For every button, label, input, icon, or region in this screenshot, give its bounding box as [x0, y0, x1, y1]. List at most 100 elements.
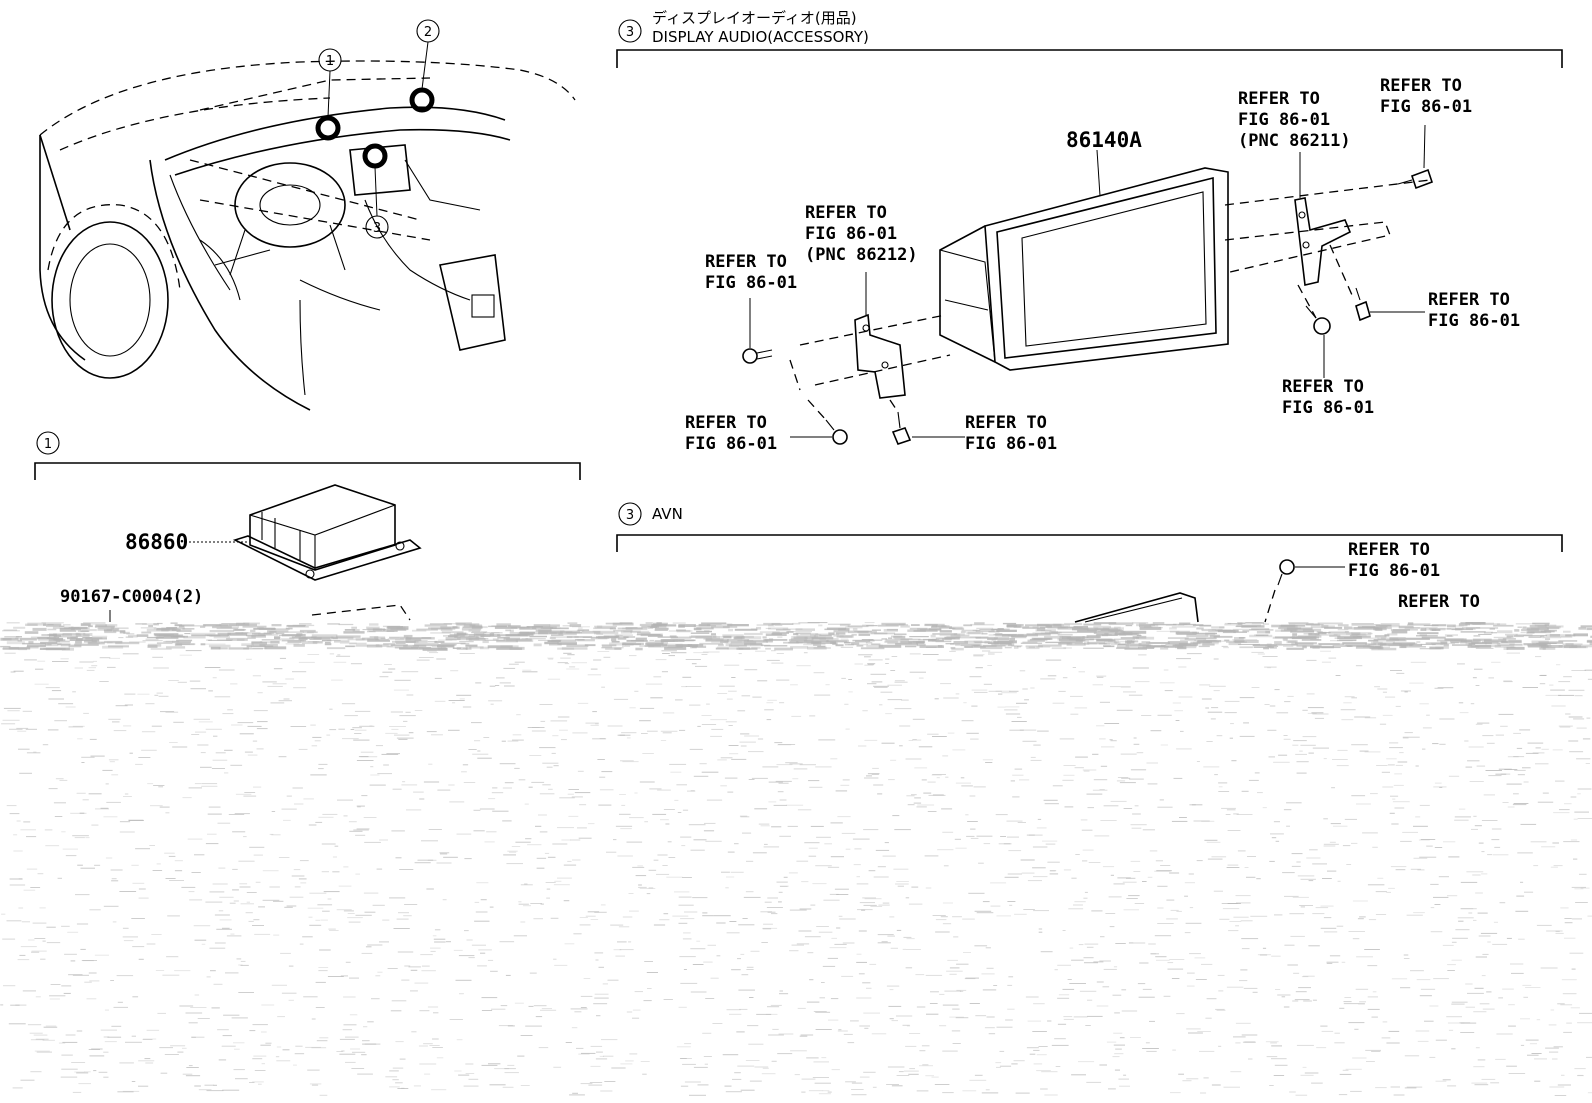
noise-mark [319, 1037, 328, 1038]
noise-mark [150, 805, 163, 806]
noise-mark [380, 676, 389, 677]
noise-mark [295, 886, 301, 887]
noise-mark [1084, 771, 1090, 772]
noise-mark [194, 925, 211, 926]
noise-mark [1545, 638, 1550, 640]
noise-mark [991, 643, 1012, 645]
noise-mark [469, 646, 483, 648]
noise-mark [227, 709, 233, 710]
noise-mark [471, 722, 482, 723]
noise-mark [506, 863, 523, 864]
noise-mark [1033, 1003, 1045, 1004]
noise-mark [970, 739, 979, 740]
noise-mark [265, 1043, 271, 1044]
noise-mark [20, 638, 37, 640]
noise-mark [258, 1084, 262, 1085]
noise-mark [1537, 1019, 1540, 1020]
noise-mark [949, 651, 956, 652]
noise-mark [1564, 918, 1571, 919]
noise-mark [821, 982, 825, 983]
noise-mark [399, 715, 415, 716]
noise-mark [910, 653, 921, 654]
noise-mark [514, 768, 520, 769]
noise-mark [1417, 979, 1431, 980]
noise-mark [219, 670, 235, 671]
noise-mark [13, 627, 25, 629]
noise-mark [814, 648, 831, 649]
noise-mark [1407, 624, 1431, 626]
noise-mark [1523, 997, 1528, 998]
noise-mark [94, 865, 100, 866]
noise-mark [1114, 1012, 1120, 1013]
noise-mark [911, 794, 917, 795]
noise-mark [189, 1022, 198, 1023]
noise-mark [241, 961, 246, 962]
noise-mark [1105, 913, 1115, 914]
noise-mark [1309, 753, 1314, 754]
noise-mark [1502, 989, 1514, 990]
noise-mark [780, 800, 787, 801]
noise-mark [923, 793, 931, 794]
noise-mark [1324, 758, 1327, 759]
noise-mark [1099, 1065, 1107, 1066]
noise-mark [24, 890, 36, 891]
noise-mark [1450, 640, 1467, 643]
noise-mark [437, 863, 452, 864]
noise-mark [993, 985, 997, 986]
noise-mark [349, 978, 359, 979]
noise-mark [246, 659, 252, 660]
noise-mark [644, 1000, 652, 1001]
noise-mark [366, 946, 372, 947]
noise-mark [892, 1085, 903, 1086]
noise-mark [1097, 982, 1104, 983]
noise-mark [382, 672, 392, 673]
noise-mark [810, 905, 815, 906]
noise-mark [864, 778, 878, 779]
noise-mark [590, 1082, 602, 1083]
noise-mark [351, 663, 362, 664]
noise-mark [1520, 882, 1523, 883]
noise-mark [796, 633, 811, 635]
noise-mark [1005, 706, 1019, 707]
noise-mark [1299, 751, 1302, 752]
noise-mark [516, 714, 521, 715]
noise-mark [1550, 634, 1560, 637]
noise-mark [530, 903, 542, 904]
noise-mark [907, 938, 915, 939]
noise-mark [62, 648, 74, 651]
noise-mark [895, 884, 909, 885]
noise-mark [638, 887, 647, 888]
noise-mark [676, 629, 686, 631]
noise-mark [1493, 854, 1509, 855]
noise-mark [34, 1035, 48, 1036]
noise-mark [434, 939, 446, 940]
noise-mark [319, 950, 331, 951]
noise-mark [591, 725, 599, 726]
noise-mark [559, 730, 568, 731]
noise-mark [678, 812, 682, 813]
noise-mark [1436, 1040, 1447, 1041]
noise-mark [1143, 989, 1152, 990]
noise-mark [519, 904, 529, 905]
noise-mark [955, 848, 966, 849]
noise-mark [725, 778, 738, 779]
noise-mark [636, 638, 647, 640]
noise-mark [166, 641, 180, 643]
noise-mark [1315, 718, 1324, 719]
noise-mark [89, 909, 100, 910]
noise-mark [1104, 644, 1110, 645]
noise-mark [353, 740, 369, 741]
noise-mark [558, 717, 570, 718]
noise-mark [1117, 645, 1129, 648]
noise-mark [186, 1075, 200, 1076]
noise-mark [347, 917, 363, 918]
noise-mark [145, 1058, 151, 1059]
noise-mark [1284, 945, 1294, 946]
noise-mark [1078, 1061, 1094, 1062]
noise-mark [653, 676, 661, 677]
noise-mark [683, 810, 688, 811]
noise-mark [60, 780, 68, 781]
noise-mark [432, 1039, 439, 1040]
noise-mark [844, 642, 867, 643]
noise-mark [705, 841, 721, 842]
